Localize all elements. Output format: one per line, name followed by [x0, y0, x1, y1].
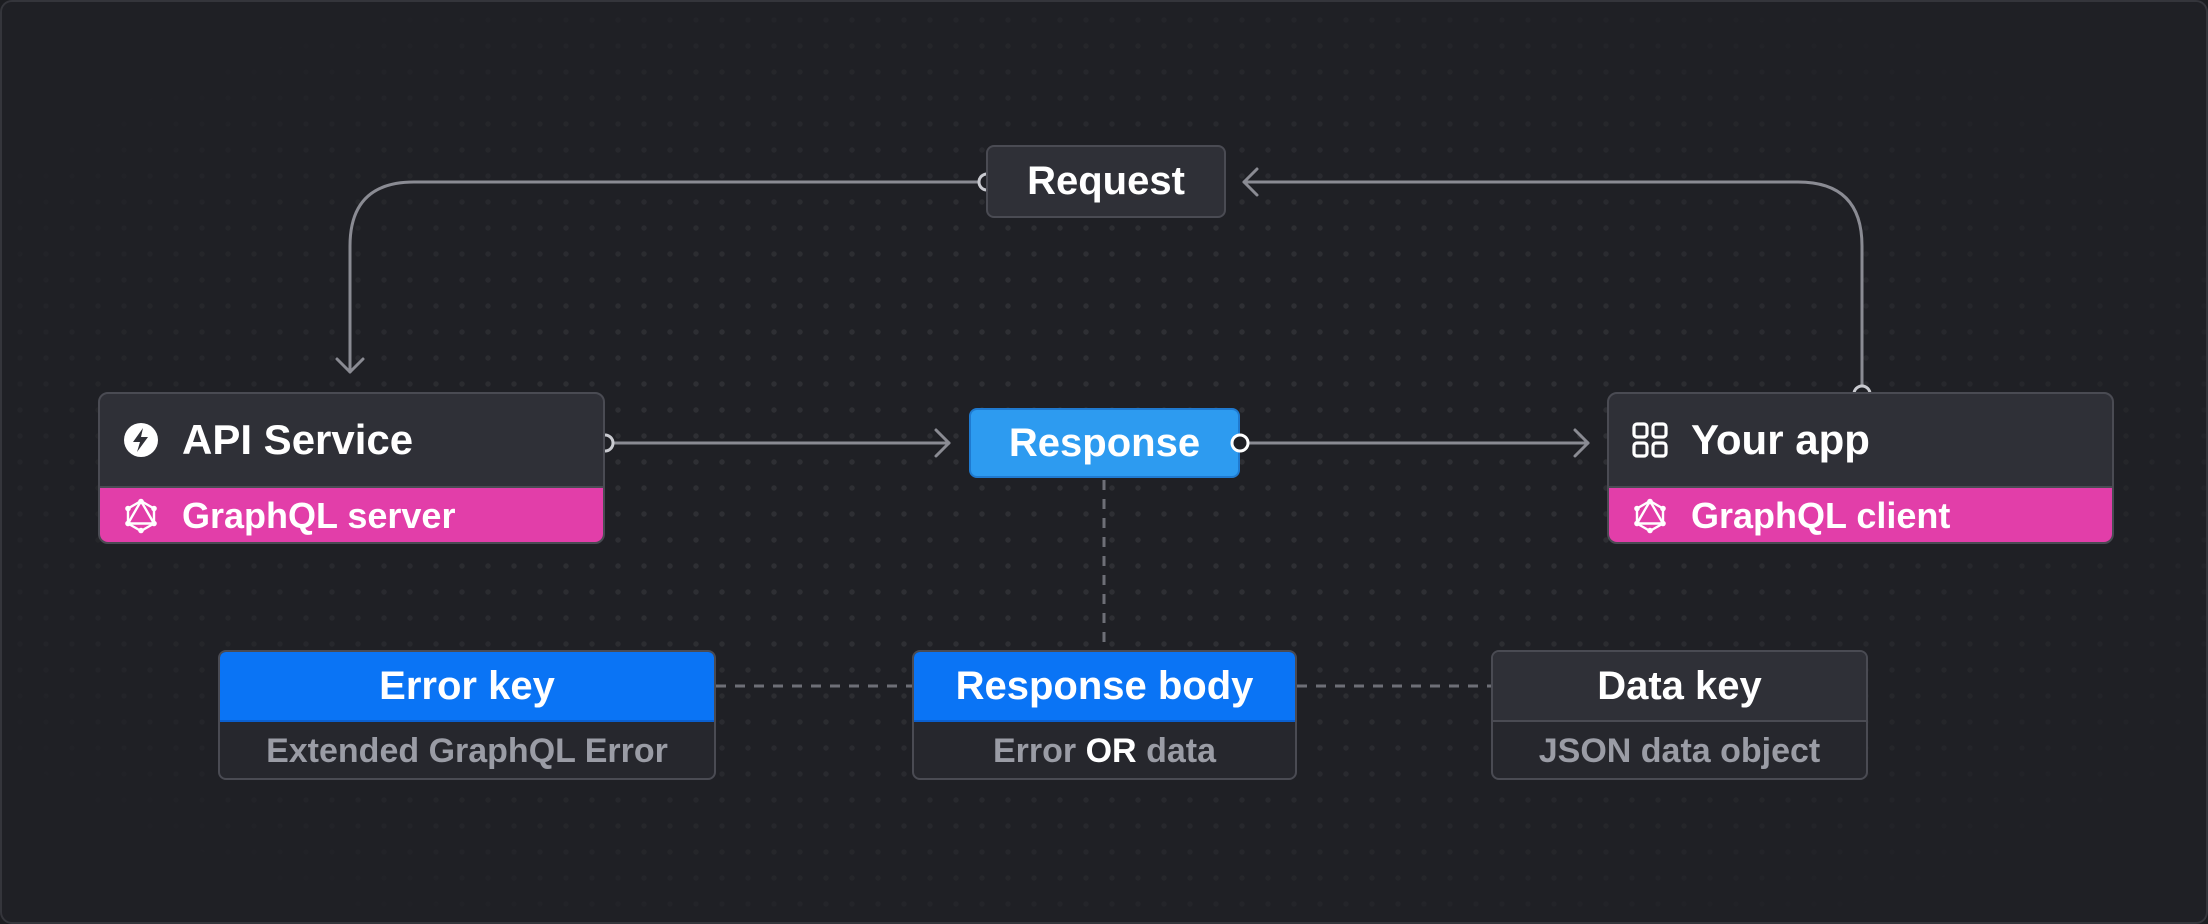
request-to-api-connector — [348, 180, 988, 374]
error-key-title: Error key — [220, 652, 714, 722]
api-service-header: API Service — [100, 394, 603, 488]
graphql-logo-icon — [122, 497, 160, 535]
response-body-title: Response body — [914, 652, 1295, 722]
api-service-subtitle: GraphQL server — [182, 494, 456, 536]
data-key-title: Data key — [1493, 652, 1866, 722]
your-app-subtitle: GraphQL client — [1691, 494, 1951, 536]
response-label: Response — [1008, 420, 1201, 465]
lightning-bolt-icon — [122, 421, 160, 459]
api-service-subtitle-bar: GraphQL server — [100, 488, 603, 542]
api-to-response-arrowhead — [934, 428, 951, 458]
api-service-card: API Service GraphQL server — [98, 392, 605, 544]
app-to-request-arrowhead — [1242, 167, 1259, 197]
grid-apps-icon — [1631, 421, 1669, 459]
error-key-description: Extended GraphQL Error — [266, 731, 668, 770]
your-app-header: Your app — [1609, 394, 2112, 488]
your-app-card: Your app GraphQL client — [1607, 392, 2114, 544]
api-service-title: API Service — [182, 416, 414, 463]
data-key-description: JSON data object — [1538, 731, 1821, 770]
request-node: Request — [986, 145, 1226, 218]
error-key-box: Error key Extended GraphQL Error — [218, 650, 716, 780]
request-label: Request — [1027, 159, 1185, 203]
response-body-description: Error OR data — [914, 722, 1295, 778]
app-to-request-connector — [1242, 180, 1864, 396]
data-key-box: Data key JSON data object — [1491, 650, 1868, 780]
response-node: Response — [969, 408, 1240, 478]
request-to-api-arrowhead — [335, 357, 365, 374]
response-to-app-arrowhead — [1573, 428, 1590, 458]
response-body-desc-data: data — [1146, 731, 1217, 770]
response-body-desc-error: Error — [992, 731, 1077, 770]
response-body-box: Response body Error OR data — [912, 650, 1297, 780]
graphql-logo-icon — [1631, 497, 1669, 535]
your-app-title: Your app — [1691, 416, 1870, 463]
response-body-desc-or: OR — [1085, 731, 1137, 770]
your-app-subtitle-bar: GraphQL client — [1609, 488, 2112, 542]
